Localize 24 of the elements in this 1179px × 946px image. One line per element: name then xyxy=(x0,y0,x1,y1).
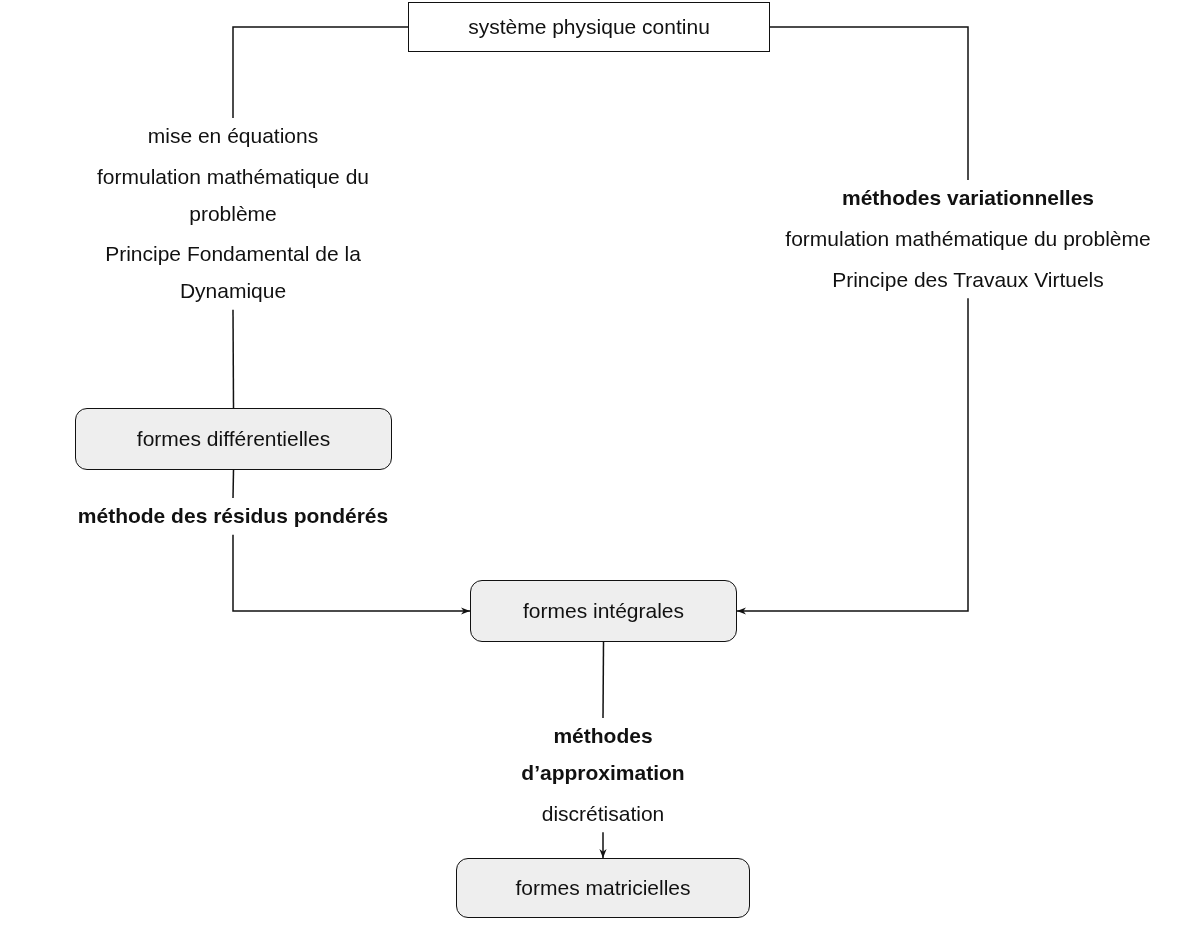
annotation-text: Principe Fondamental de la Dynamique xyxy=(104,241,362,304)
connector xyxy=(232,534,471,615)
annotation-text: formulation mathématique du problème xyxy=(96,163,370,227)
annotation-text: Principe des Travaux Virtuels xyxy=(832,266,1104,293)
connector xyxy=(232,309,235,409)
annotation-text: discrétisation xyxy=(541,800,665,827)
annotation-text: méthodes variationnelles xyxy=(841,185,1095,211)
box-label: formes différentielles xyxy=(136,425,331,452)
box-label: formes matricielles xyxy=(515,874,691,901)
annotation-text: méthode des résidus pondérés xyxy=(77,503,389,529)
process-box xyxy=(75,408,392,470)
process-box xyxy=(470,580,737,642)
connector xyxy=(769,26,969,181)
process-box xyxy=(456,858,750,918)
annotation-text: formulation mathématique du problème xyxy=(785,225,1151,252)
connector xyxy=(599,831,607,859)
box-label: formes intégrales xyxy=(522,597,685,624)
box-label: système physique continu xyxy=(468,13,710,40)
connector xyxy=(736,297,969,615)
connector xyxy=(602,641,605,719)
process-box xyxy=(408,2,770,52)
connector xyxy=(232,26,409,119)
connector xyxy=(232,469,235,499)
annotation-text: mise en équations xyxy=(147,123,319,149)
